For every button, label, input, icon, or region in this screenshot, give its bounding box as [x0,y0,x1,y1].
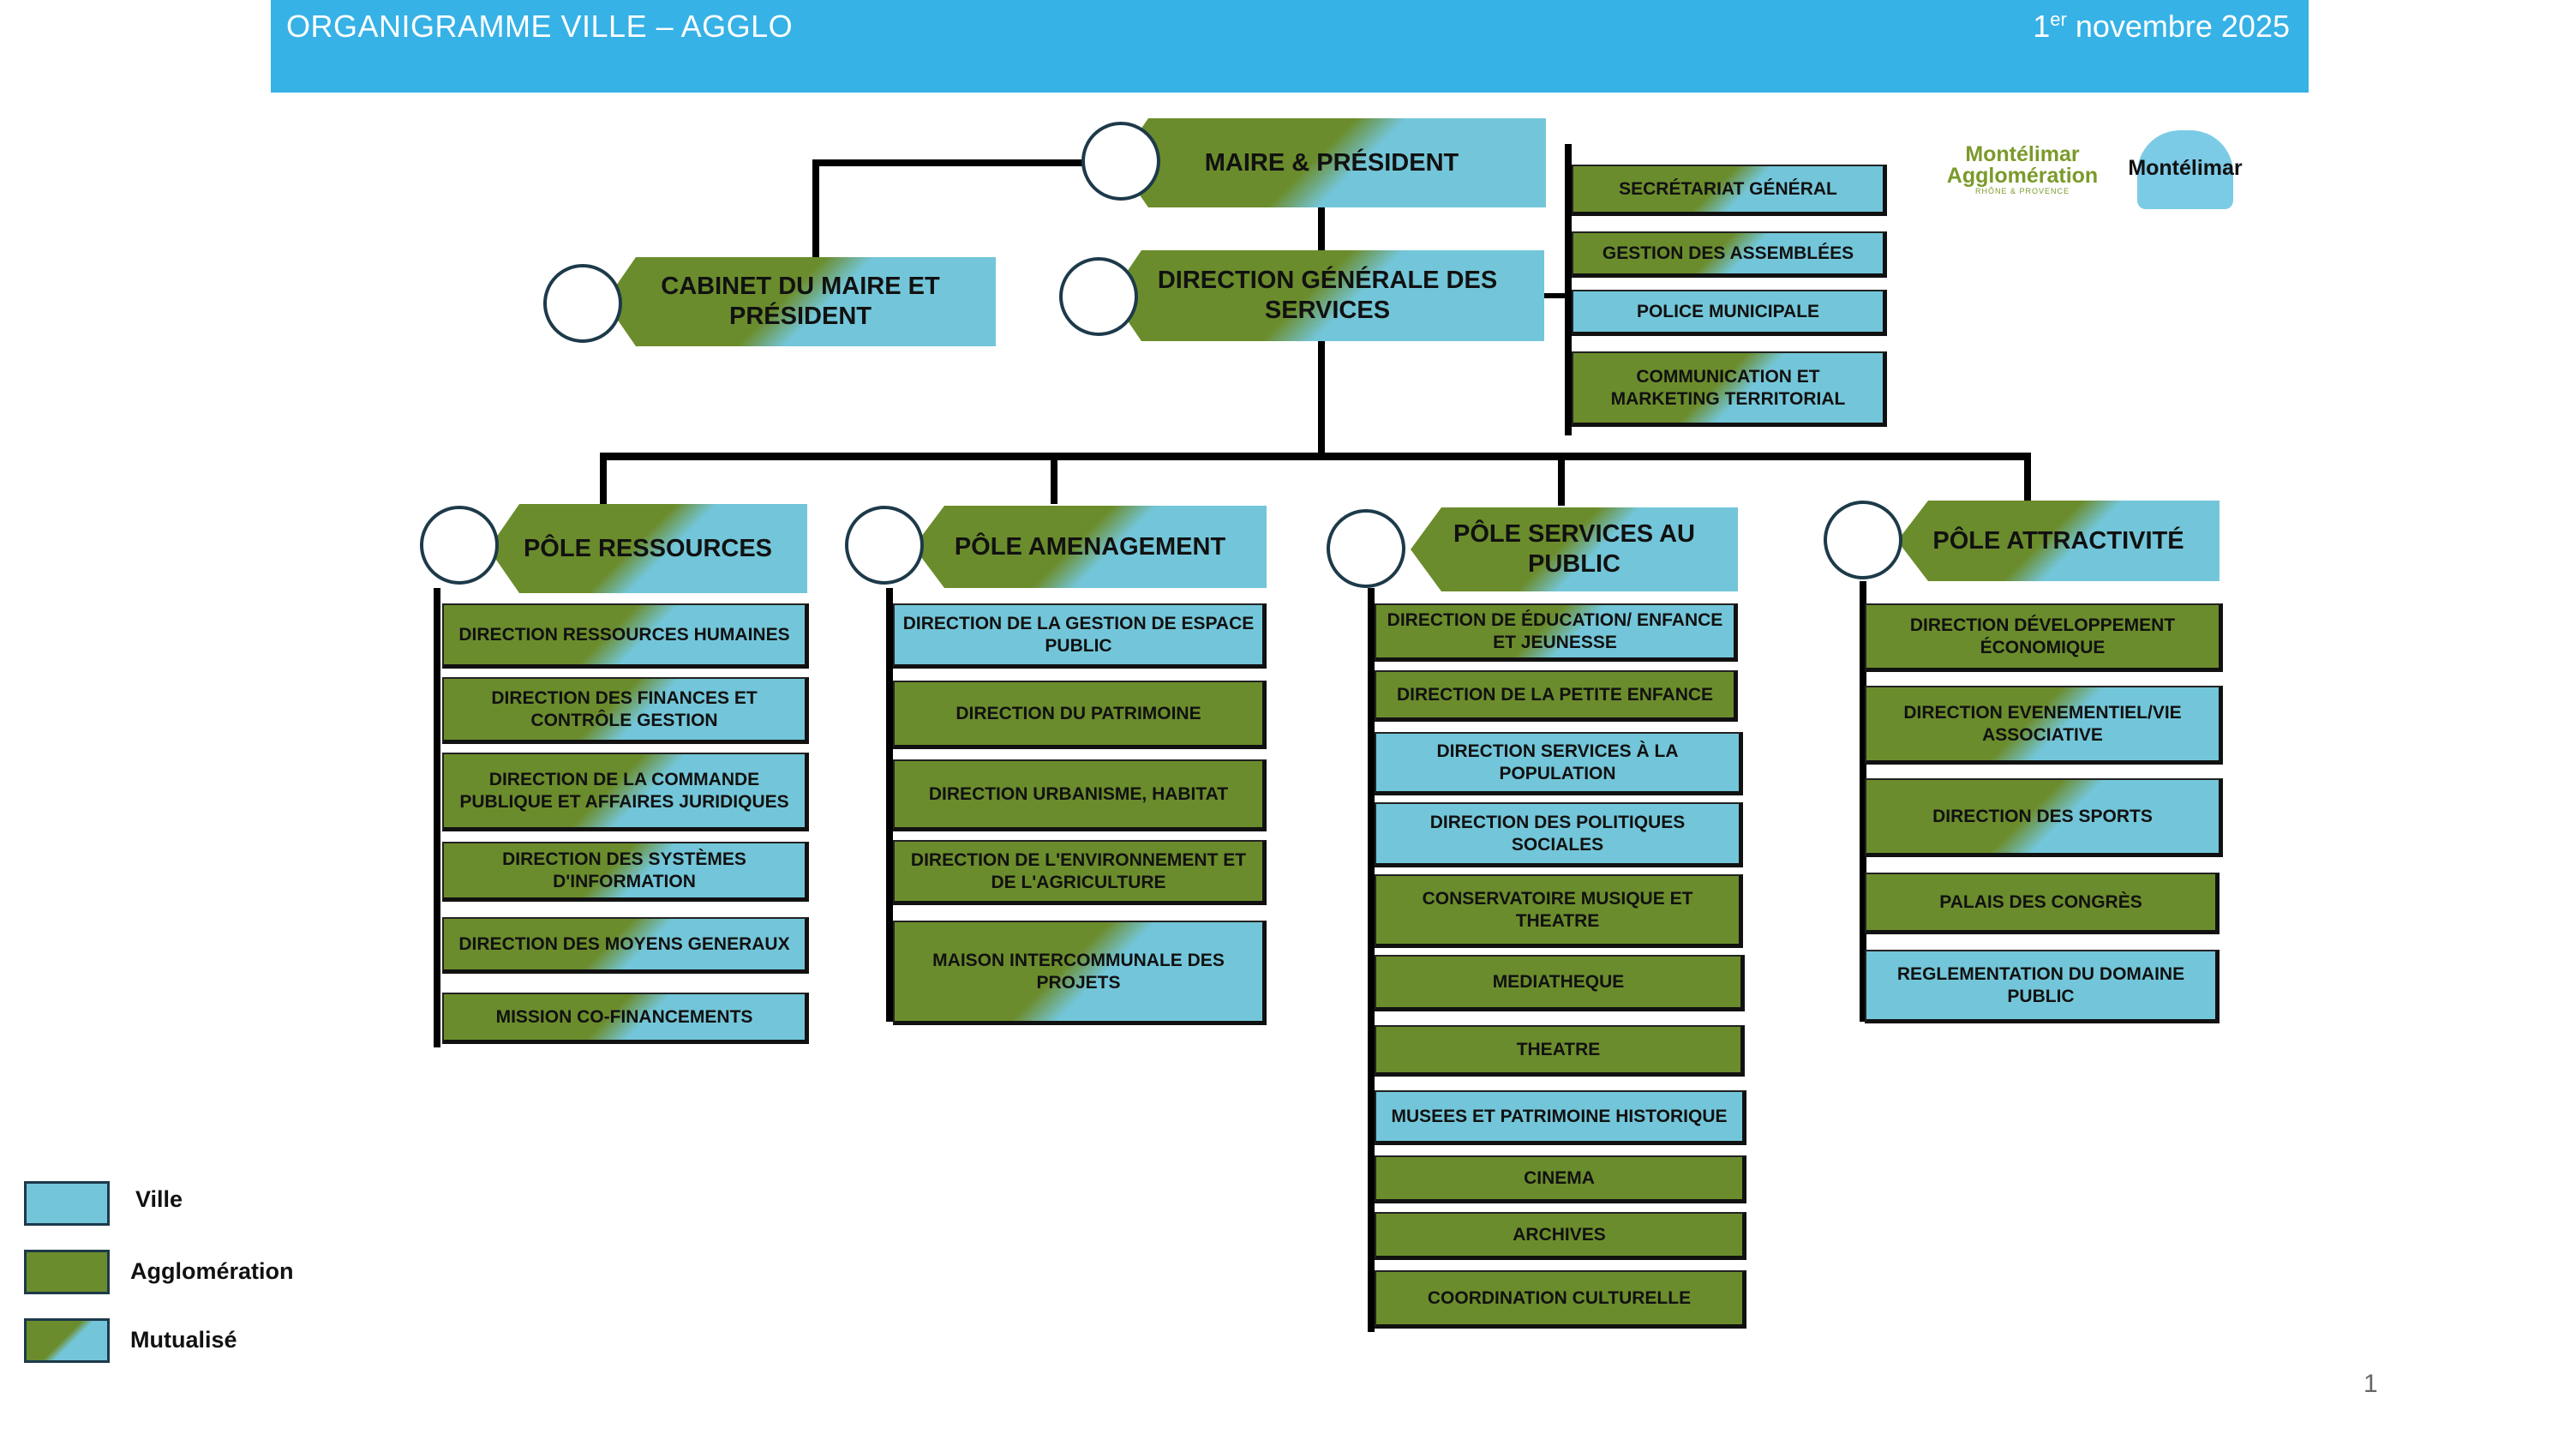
pole-ressources-header: PÔLE RESSOURCES [488,504,807,593]
header-bar: ORGANIGRAMME VILLE – AGGLO 1er novembre … [271,0,2309,93]
amenagement-item-4: DIRECTION DE L'ENVIRONNEMENT ET DE L'AGR… [893,840,1267,905]
services-item-3: DIRECTION SERVICES À LA POPULATION [1375,732,1743,795]
services-item-5: CONSERVATOIRE MUSIQUE ET THEATRE [1375,874,1743,948]
dgs-service-1: SECRÉTARIAT GÉNÉRAL [1572,165,1887,216]
dgs-circle [1059,257,1138,336]
header-date: 1er novembre 2025 [2033,9,2290,45]
dgs-box: DIRECTION GÉNÉRALE DES SERVICES [1111,250,1544,341]
pole-ressources-circle [420,506,499,585]
dgs-service-3: POLICE MUNICIPALE [1572,290,1887,336]
connector-maire-cabinet-h [812,159,1088,166]
legend-label-agglo: Agglomération [130,1258,294,1284]
pole-attractivite-header: PÔLE ATTRACTIVITÉ [1897,501,2220,581]
pole4-spine [1860,581,1866,1022]
legend-swatch-mutu [24,1318,110,1363]
connector-dgs-attached-v [1565,144,1572,435]
ressources-item-4: DIRECTION DES SYSTÈMES D'INFORMATION [442,842,809,902]
amenagement-item-3: DIRECTION URBANISME, HABITAT [893,759,1267,831]
date-rest: novembre 2025 [2066,9,2290,44]
connector-pole4-v [2024,453,2031,501]
attractivite-item-5: REGLEMENTATION DU DOMAINE PUBLIC [1865,950,2220,1023]
city-logo-shape [2137,130,2233,209]
ressources-item-6: MISSION CO-FINANCEMENTS [442,993,809,1044]
amenagement-item-2: DIRECTION DU PATRIMOINE [893,681,1267,749]
cabinet-box: CABINET DU MAIRE ET PRÉSIDENT [605,257,996,346]
legend-swatch-ville [24,1181,110,1226]
attractivite-item-3: DIRECTION DES SPORTS [1865,778,2223,857]
attractivite-item-1: DIRECTION DÉVELOPPEMENT ÉCONOMIQUE [1865,603,2223,672]
connector-pole2-v [1051,453,1057,504]
ressources-item-5: DIRECTION DES MOYENS GENERAUX [442,917,809,974]
pole-services-header: PÔLE SERVICES AU PUBLIC [1411,507,1738,591]
services-item-8: MUSEES ET PATRIMOINE HISTORIQUE [1375,1090,1746,1145]
agglo-logo-line3: RHÔNE & PROVENCE [1974,187,2070,195]
ressources-item-3: DIRECTION DE LA COMMANDE PUBLIQUE ET AFF… [442,753,809,831]
city-logo: Montélimar [2125,130,2245,213]
agglo-logo-line1: Montélimar [1965,142,2080,166]
page-number: 1 [2363,1370,2378,1398]
date-day: 1 [2033,9,2051,44]
services-item-10: ARCHIVES [1375,1212,1746,1260]
agglo-logo-line2: Agglomération [1946,164,2099,188]
ressources-item-2: DIRECTION DES FINANCES ET CONTRÔLE GESTI… [442,677,809,744]
ressources-item-1: DIRECTION RESSOURCES HUMAINES [442,603,809,669]
pole-amenagement-header: PÔLE AMENAGEMENT [914,506,1267,588]
agglo-logo: Montélimar Agglomération RHÔNE & PROVENC… [1945,142,2100,196]
connector-dgs-down-v [1318,341,1325,459]
maire-box: MAIRE & PRÉSIDENT [1117,118,1546,207]
dgs-service-2: GESTION DES ASSEMBLÉES [1572,231,1887,278]
services-item-4: DIRECTION DES POLITIQUES SOCIALES [1375,802,1743,867]
amenagement-item-1: DIRECTION DE LA GESTION DE ESPACE PUBLIC [893,603,1267,669]
pole-services-circle [1327,509,1405,588]
connector-poles-h [600,453,2031,460]
connector-pole1-v [600,453,607,504]
page-title: ORGANIGRAMME VILLE – AGGLO [286,9,794,44]
date-ordinal: er [2050,9,2067,30]
pole1-spine [434,588,440,1047]
pole2-spine [886,588,893,1022]
maire-circle [1081,122,1160,201]
legend-label-ville: Ville [135,1186,183,1212]
attractivite-item-4: PALAIS DES CONGRÈS [1865,873,2220,934]
services-item-7: THEATRE [1375,1025,1745,1077]
pole3-spine [1368,588,1375,1332]
services-item-9: CINEMA [1375,1155,1746,1203]
services-item-6: MEDIATHEQUE [1375,955,1745,1011]
services-item-1: DIRECTION DE ÉDUCATION/ ENFANCE ET JEUNE… [1375,603,1738,662]
cabinet-circle [543,264,622,343]
connector-pole3-v [1558,453,1565,506]
connector-cabinet-v [812,159,819,262]
legend-swatch-agglo [24,1250,110,1294]
amenagement-item-5: MAISON INTERCOMMUNALE DES PROJETS [893,921,1267,1025]
pole-attractivite-circle [1824,501,1902,579]
services-item-11: COORDINATION CULTURELLE [1375,1270,1746,1329]
connector-dgs-attached-h [1543,293,1570,298]
attractivite-item-2: DIRECTION EVENEMENTIEL/VIE ASSOCIATIVE [1865,686,2223,765]
pole-amenagement-circle [845,506,924,585]
services-item-2: DIRECTION DE LA PETITE ENFANCE [1375,670,1738,722]
connector-maire-dgs-v [1318,206,1325,253]
dgs-service-4: COMMUNICATION ET MARKETING TERRITORIAL [1572,351,1887,427]
city-logo-text: Montélimar [2128,156,2243,180]
legend-label-mutu: Mutualisé [130,1327,237,1353]
